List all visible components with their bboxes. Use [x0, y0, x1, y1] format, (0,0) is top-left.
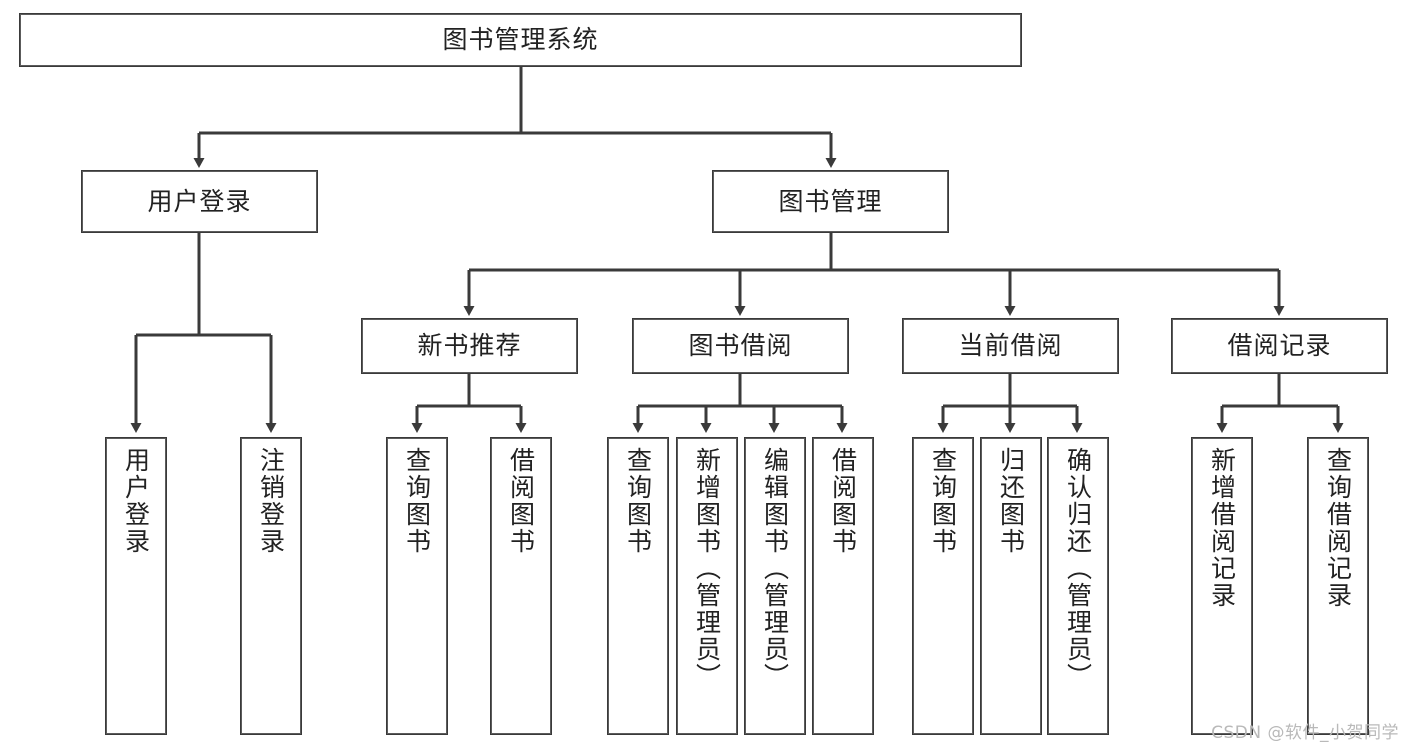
node-label: 用户登录 [147, 186, 252, 216]
node-book-borrow[interactable]: 图书借阅 [632, 318, 849, 374]
node-leaf-add-book-admin[interactable]: 新增图书（管理员） [676, 437, 738, 735]
node-leaf-borrow-book-newbook[interactable]: 借阅图书 [490, 437, 552, 735]
node-label: 归还图书 [996, 447, 1026, 555]
node-root-system[interactable]: 图书管理系统 [19, 13, 1022, 67]
node-leaf-edit-book-admin[interactable]: 编辑图书（管理员） [744, 437, 806, 735]
node-book-management[interactable]: 图书管理 [712, 170, 949, 233]
node-label: 图书管理系统 [442, 25, 599, 55]
node-label: 借阅图书 [828, 447, 858, 555]
node-label: 查询图书 [402, 447, 432, 555]
node-label: 借阅记录 [1227, 331, 1332, 361]
node-leaf-add-borrow-record[interactable]: 新增借阅记录 [1191, 437, 1253, 735]
node-label: 确认归还（管理员） [1063, 447, 1093, 690]
node-label: 图书管理 [778, 186, 883, 216]
node-user-login[interactable]: 用户登录 [81, 170, 318, 233]
node-label: 新增借阅记录 [1207, 447, 1237, 609]
node-label: 注销登录 [256, 447, 286, 555]
node-label: 查询图书 [623, 447, 653, 555]
node-label: 当前借阅 [958, 331, 1063, 361]
node-label: 新书推荐 [417, 331, 522, 361]
node-leaf-query-book-borrow[interactable]: 查询图书 [607, 437, 669, 735]
node-label: 用户登录 [121, 447, 151, 555]
node-label: 借阅图书 [506, 447, 536, 555]
node-label: 新增图书（管理员） [692, 447, 722, 690]
node-leaf-confirm-return-admin[interactable]: 确认归还（管理员） [1047, 437, 1109, 735]
node-current-borrow[interactable]: 当前借阅 [902, 318, 1119, 374]
node-label: 编辑图书（管理员） [760, 447, 790, 690]
csdn-watermark: CSDN @软件_小贺同学 [1211, 723, 1399, 743]
node-new-book-recommend[interactable]: 新书推荐 [361, 318, 578, 374]
node-leaf-query-book-current[interactable]: 查询图书 [912, 437, 974, 735]
node-label: 查询借阅记录 [1323, 447, 1353, 609]
node-borrow-record[interactable]: 借阅记录 [1171, 318, 1388, 374]
node-label: 图书借阅 [688, 331, 793, 361]
node-leaf-return-book[interactable]: 归还图书 [980, 437, 1042, 735]
node-leaf-logout[interactable]: 注销登录 [240, 437, 302, 735]
node-leaf-borrow-book[interactable]: 借阅图书 [812, 437, 874, 735]
node-leaf-query-borrow-record[interactable]: 查询借阅记录 [1307, 437, 1369, 735]
node-label: 查询图书 [928, 447, 958, 555]
node-leaf-query-book-newbook[interactable]: 查询图书 [386, 437, 448, 735]
node-leaf-user-login[interactable]: 用户登录 [105, 437, 167, 735]
